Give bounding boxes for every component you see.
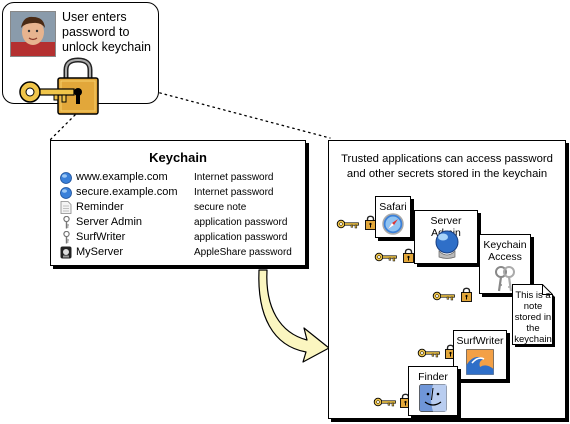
app-card-finder: Finder bbox=[408, 366, 458, 416]
secure-note-text: This is a note stored in the keychain bbox=[514, 290, 552, 345]
keychain-item-name: Server Admin bbox=[76, 216, 143, 228]
keychain-item: Server Admin application password bbox=[51, 216, 305, 230]
user-photo-image bbox=[11, 12, 55, 56]
key-icon bbox=[63, 216, 70, 229]
user-photo bbox=[10, 11, 56, 57]
app-label: Safari bbox=[379, 201, 407, 213]
lock-icon bbox=[364, 215, 377, 231]
lock-icon bbox=[460, 287, 473, 303]
app-card-safari: Safari bbox=[375, 196, 411, 238]
user-caption: User enters password to unlock keychain bbox=[62, 10, 151, 54]
key-icon bbox=[373, 397, 396, 407]
app-label: Finder bbox=[418, 371, 448, 383]
globe-icon bbox=[60, 187, 72, 199]
app-label: Keychain Access bbox=[483, 239, 527, 263]
key-icon bbox=[417, 348, 440, 358]
keychain-item: Reminder secure note bbox=[51, 201, 305, 215]
key-icon bbox=[374, 252, 397, 262]
globe-icon bbox=[435, 230, 459, 259]
compass-icon bbox=[382, 213, 404, 235]
keychain-item-type: Internet password bbox=[194, 187, 274, 198]
keychain-item-name: www.example.com bbox=[76, 171, 168, 183]
app-card-server-admin: Server Admin bbox=[414, 210, 478, 264]
key-icon bbox=[63, 231, 70, 244]
lock-icon bbox=[402, 248, 415, 264]
keychain-title: Keychain bbox=[149, 150, 207, 165]
keychain-panel: Keychain www.example.com Internet passwo… bbox=[50, 140, 306, 266]
padlock-with-key bbox=[19, 57, 99, 115]
curved-arrow bbox=[258, 269, 330, 363]
keychain-item-type: secure note bbox=[194, 202, 247, 213]
app-card-keychain-access: Keychain Access bbox=[479, 234, 531, 294]
secure-note-card: This is a note stored in the keychain bbox=[512, 284, 556, 348]
trusted-heading: Trusted applications can access password… bbox=[341, 153, 553, 180]
keychain-item: SurfWriter application password bbox=[51, 231, 305, 245]
keychain-item: secure.example.com Internet password bbox=[51, 186, 305, 200]
server-icon bbox=[60, 246, 72, 259]
note-shape bbox=[512, 284, 555, 347]
keychain-item: www.example.com Internet password bbox=[51, 171, 305, 185]
keys-icon bbox=[495, 266, 515, 292]
app-card-surfwriter: SurfWriter bbox=[453, 330, 507, 380]
keychain-item-name: MyServer bbox=[76, 246, 124, 258]
keychain-item-name: Reminder bbox=[76, 201, 124, 213]
keychain-item-type: application password bbox=[194, 217, 288, 228]
app-label: SurfWriter bbox=[456, 335, 504, 347]
user-box: User enters password to unlock keychain bbox=[2, 2, 159, 104]
note-icon bbox=[60, 201, 72, 214]
keychain-item-type: application password bbox=[194, 232, 288, 243]
finder-icon bbox=[419, 384, 447, 412]
keychain-item-type: AppleShare password bbox=[194, 247, 292, 258]
globe-icon bbox=[60, 172, 72, 184]
keychain-item: MyServer AppleShare password bbox=[51, 246, 305, 260]
key-icon bbox=[336, 219, 359, 229]
keychain-item-type: Internet password bbox=[194, 172, 274, 183]
keychain-item-name: secure.example.com bbox=[76, 186, 178, 198]
wave-icon bbox=[466, 349, 494, 375]
key-icon bbox=[432, 291, 455, 301]
keychain-item-name: SurfWriter bbox=[76, 231, 126, 243]
